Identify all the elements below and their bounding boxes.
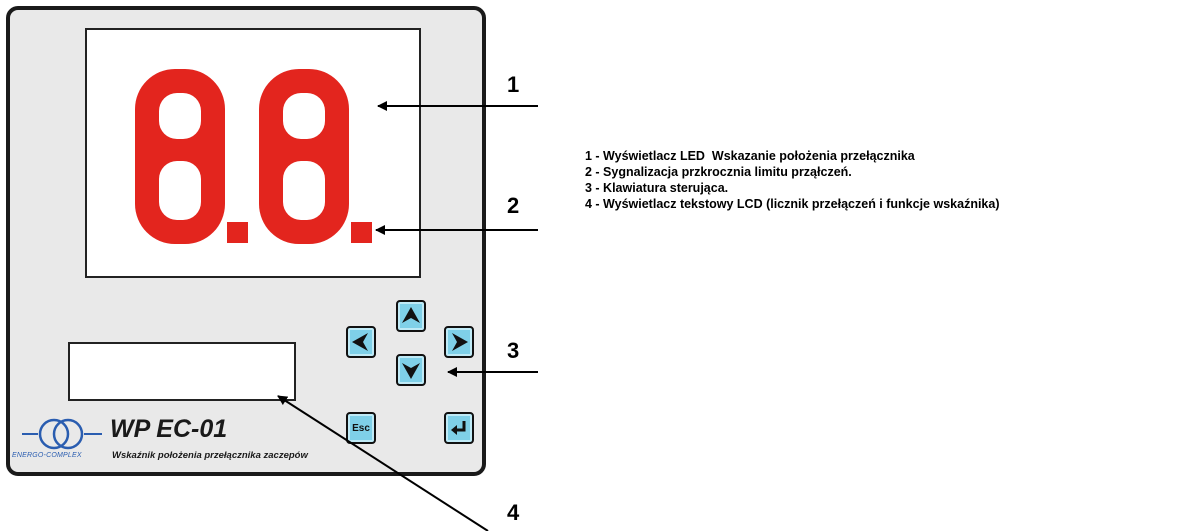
callout-number-3: 3: [507, 338, 520, 363]
right-arrow-key[interactable]: [444, 326, 474, 358]
legend: 1 - Wyświetlacz LED Wskazanie położenia …: [585, 148, 1000, 212]
legend-item-2: 2 - Sygnalizacja przkrocznia limitu przą…: [585, 165, 852, 179]
enter-key[interactable]: [444, 412, 474, 444]
led-digit-1: [135, 69, 225, 244]
esc-key[interactable]: Esc: [346, 412, 376, 444]
arrow-left-icon: [352, 333, 368, 351]
enter-icon: [451, 421, 466, 435]
up-arrow-key[interactable]: [396, 300, 426, 332]
energo-complex-logo: [22, 418, 102, 450]
brand-name: ENERGO-COMPLEX: [12, 452, 82, 459]
esc-key-label: Esc: [352, 422, 370, 434]
led-display: [85, 28, 421, 278]
arrow-down-icon: [402, 363, 420, 379]
device-subtitle: Wskaźnik położenia przełącznika zaczepów: [112, 450, 308, 461]
lcd-display: [68, 342, 296, 401]
legend-item-4: 4 - Wyświetlacz tekstowy LCD (licznik pr…: [585, 197, 1000, 211]
callout-arrow-4: [277, 395, 489, 531]
model-title: WP EC-01: [110, 415, 228, 443]
led-digit-2: [259, 69, 349, 244]
callout-number-1: 1: [507, 72, 520, 97]
callout-number-4: 4: [507, 500, 520, 525]
down-arrow-key[interactable]: [396, 354, 426, 386]
left-arrow-key[interactable]: [346, 326, 376, 358]
led-digits: [135, 69, 372, 244]
callout-number-2: 2: [507, 193, 520, 218]
arrow-right-icon: [452, 333, 468, 351]
legend-item-3: 3 - Klawiatura sterująca.: [585, 181, 729, 195]
led-decimal-point-1: [227, 222, 248, 243]
legend-item-1: 1 - Wyświetlacz LED Wskazanie położenia …: [585, 149, 915, 163]
led-decimal-point-2: [351, 222, 372, 243]
arrow-up-icon: [402, 307, 420, 323]
